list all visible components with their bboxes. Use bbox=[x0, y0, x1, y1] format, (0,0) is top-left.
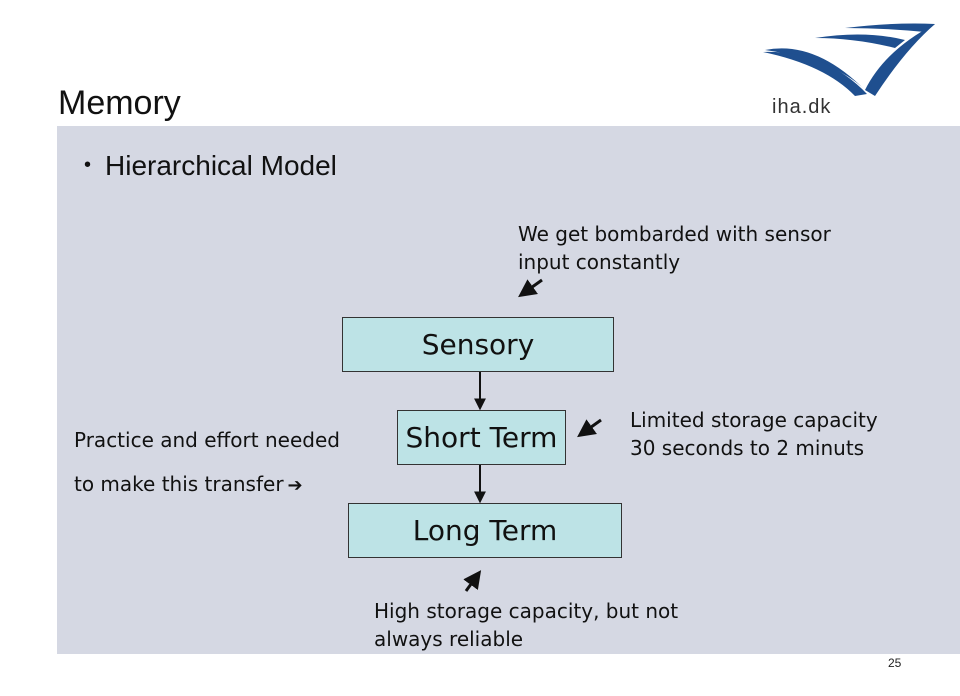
sensory-box: Sensory bbox=[342, 317, 614, 372]
bullet-item: • Hierarchical Model bbox=[84, 150, 337, 182]
bullet-dot-icon: • bbox=[84, 154, 92, 176]
bullet-text: Hierarchical Model bbox=[105, 150, 337, 181]
right-arrow-icon: ➔ bbox=[287, 475, 303, 496]
content-panel bbox=[57, 126, 960, 654]
short-term-note: Limited storage capacity 30 seconds to 2… bbox=[630, 408, 878, 460]
short-term-box: Short Term bbox=[397, 410, 566, 465]
practice-note-line1: Practice and effort needed bbox=[74, 428, 340, 452]
short-pointer-arrow bbox=[577, 418, 602, 438]
slide-title: Memory bbox=[58, 84, 181, 122]
page-number: 25 bbox=[888, 656, 902, 670]
iha-logo-icon bbox=[763, 23, 935, 96]
long-term-box: Long Term bbox=[348, 503, 622, 558]
sensory-pointer-arrow bbox=[518, 278, 543, 298]
logo-text: iha.dk bbox=[772, 96, 832, 118]
sensory-note: We get bombarded with sensor input const… bbox=[518, 222, 831, 274]
practice-note-line2: to make this transfer➔ bbox=[74, 470, 303, 500]
long-pointer-arrow bbox=[463, 570, 482, 592]
practice-note-line2-text: to make this transfer bbox=[74, 472, 284, 496]
long-term-note: High storage capacity, but not always re… bbox=[374, 599, 679, 651]
